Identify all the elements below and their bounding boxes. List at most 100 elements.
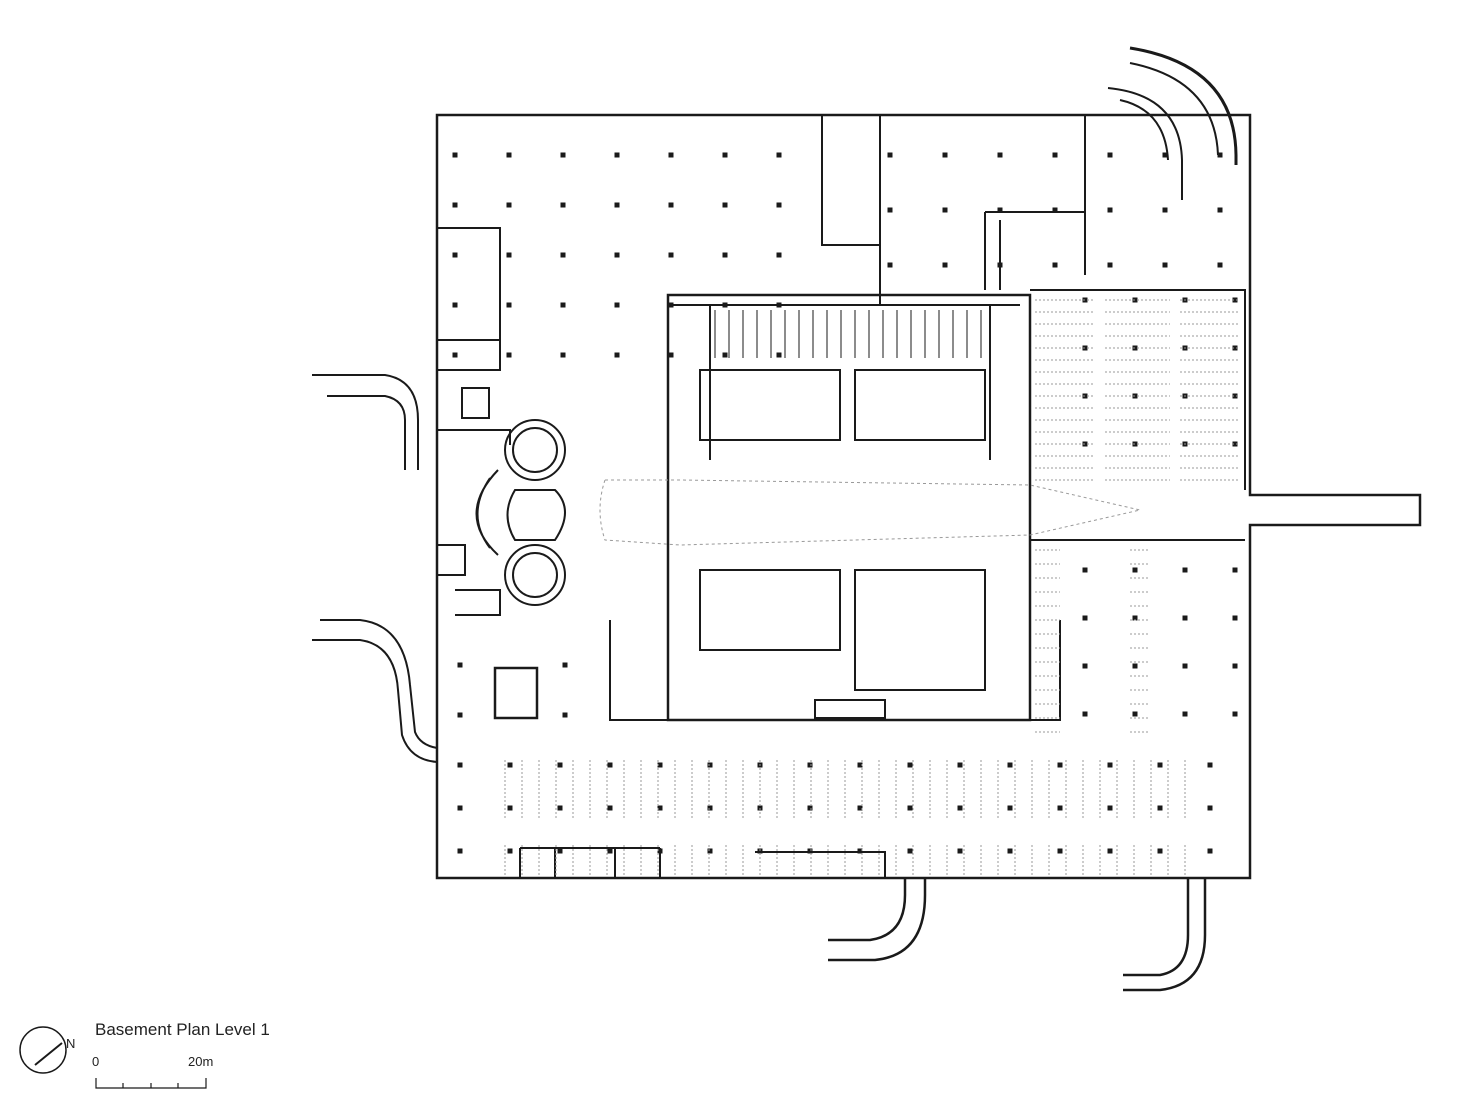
structural-column — [452, 152, 458, 158]
structural-column — [1182, 663, 1188, 669]
structural-column — [457, 805, 463, 811]
structural-column — [1052, 152, 1058, 158]
structural-column — [1232, 441, 1238, 447]
structural-column — [507, 805, 513, 811]
structural-column — [560, 302, 566, 308]
structural-column — [668, 302, 674, 308]
structural-column — [1057, 762, 1063, 768]
structural-column — [1162, 207, 1168, 213]
structural-column — [457, 762, 463, 768]
structural-column — [807, 762, 813, 768]
structural-column — [560, 152, 566, 158]
structural-column — [1107, 152, 1113, 158]
structural-column — [1182, 567, 1188, 573]
structural-column — [614, 152, 620, 158]
structural-column — [776, 252, 782, 258]
structural-column — [668, 352, 674, 358]
structural-column — [607, 762, 613, 768]
structural-column — [562, 712, 568, 718]
structural-column — [1217, 152, 1223, 158]
structural-column — [997, 152, 1003, 158]
structural-column — [1157, 762, 1163, 768]
structural-column — [1232, 711, 1238, 717]
structural-column — [614, 352, 620, 358]
structural-column — [1082, 567, 1088, 573]
plan-title: Basement Plan Level 1 — [95, 1020, 270, 1039]
structural-column — [1082, 711, 1088, 717]
structural-column — [507, 848, 513, 854]
structural-column — [857, 848, 863, 854]
ramp-west — [312, 374, 419, 470]
structural-column — [957, 848, 963, 854]
auditorium — [506, 489, 566, 541]
structural-column — [657, 805, 663, 811]
structural-column — [506, 252, 512, 258]
structural-column — [1157, 805, 1163, 811]
structural-column — [1007, 805, 1013, 811]
structural-column — [657, 848, 663, 854]
structural-column — [657, 762, 663, 768]
structural-column — [1217, 262, 1223, 268]
structural-column — [776, 302, 782, 308]
structural-column — [607, 805, 613, 811]
structural-column — [1052, 262, 1058, 268]
structural-column — [722, 302, 728, 308]
structural-column — [942, 152, 948, 158]
structural-column — [1082, 663, 1088, 669]
structural-column — [707, 762, 713, 768]
structural-column — [942, 207, 948, 213]
north-arrow-needle — [34, 1042, 63, 1066]
structural-column — [506, 352, 512, 358]
structural-column — [557, 762, 563, 768]
structural-column — [1182, 615, 1188, 621]
structural-column — [614, 202, 620, 208]
ramp-south — [828, 878, 927, 962]
structural-column — [907, 762, 913, 768]
structural-column — [560, 202, 566, 208]
structural-column — [1057, 848, 1063, 854]
structural-column — [668, 152, 674, 158]
structural-column — [857, 805, 863, 811]
scale-bar — [95, 1078, 207, 1089]
structural-column — [807, 805, 813, 811]
structural-column — [1007, 762, 1013, 768]
structural-column — [887, 152, 893, 158]
scale-end-label: 20m — [188, 1054, 214, 1069]
structural-column — [722, 352, 728, 358]
structural-column — [722, 252, 728, 258]
structural-column — [942, 262, 948, 268]
structural-column — [506, 302, 512, 308]
structural-column — [1132, 615, 1138, 621]
building-outline — [435, 113, 1422, 880]
structural-column — [452, 302, 458, 308]
structural-column — [1132, 711, 1138, 717]
central-core — [666, 293, 1032, 722]
structural-column — [887, 207, 893, 213]
structural-column — [1052, 207, 1058, 213]
structural-column — [907, 848, 913, 854]
structural-column — [957, 762, 963, 768]
structural-column — [507, 762, 513, 768]
structural-column — [997, 207, 1003, 213]
structural-column — [1182, 711, 1188, 717]
structural-column — [1132, 663, 1138, 669]
structural-column — [857, 762, 863, 768]
structural-column — [562, 662, 568, 668]
structural-column — [614, 252, 620, 258]
structural-column — [560, 352, 566, 358]
structural-column — [452, 202, 458, 208]
structural-column — [707, 805, 713, 811]
structural-column — [997, 262, 1003, 268]
structural-column — [1107, 848, 1113, 854]
structural-column — [1232, 663, 1238, 669]
structural-column — [1132, 567, 1138, 573]
round-room-north — [504, 419, 566, 481]
structural-column — [776, 152, 782, 158]
structural-column — [668, 252, 674, 258]
structural-column — [1107, 762, 1113, 768]
structural-column — [1232, 393, 1238, 399]
structural-column — [722, 202, 728, 208]
scale-start-label: 0 — [92, 1054, 100, 1069]
structural-column — [506, 152, 512, 158]
